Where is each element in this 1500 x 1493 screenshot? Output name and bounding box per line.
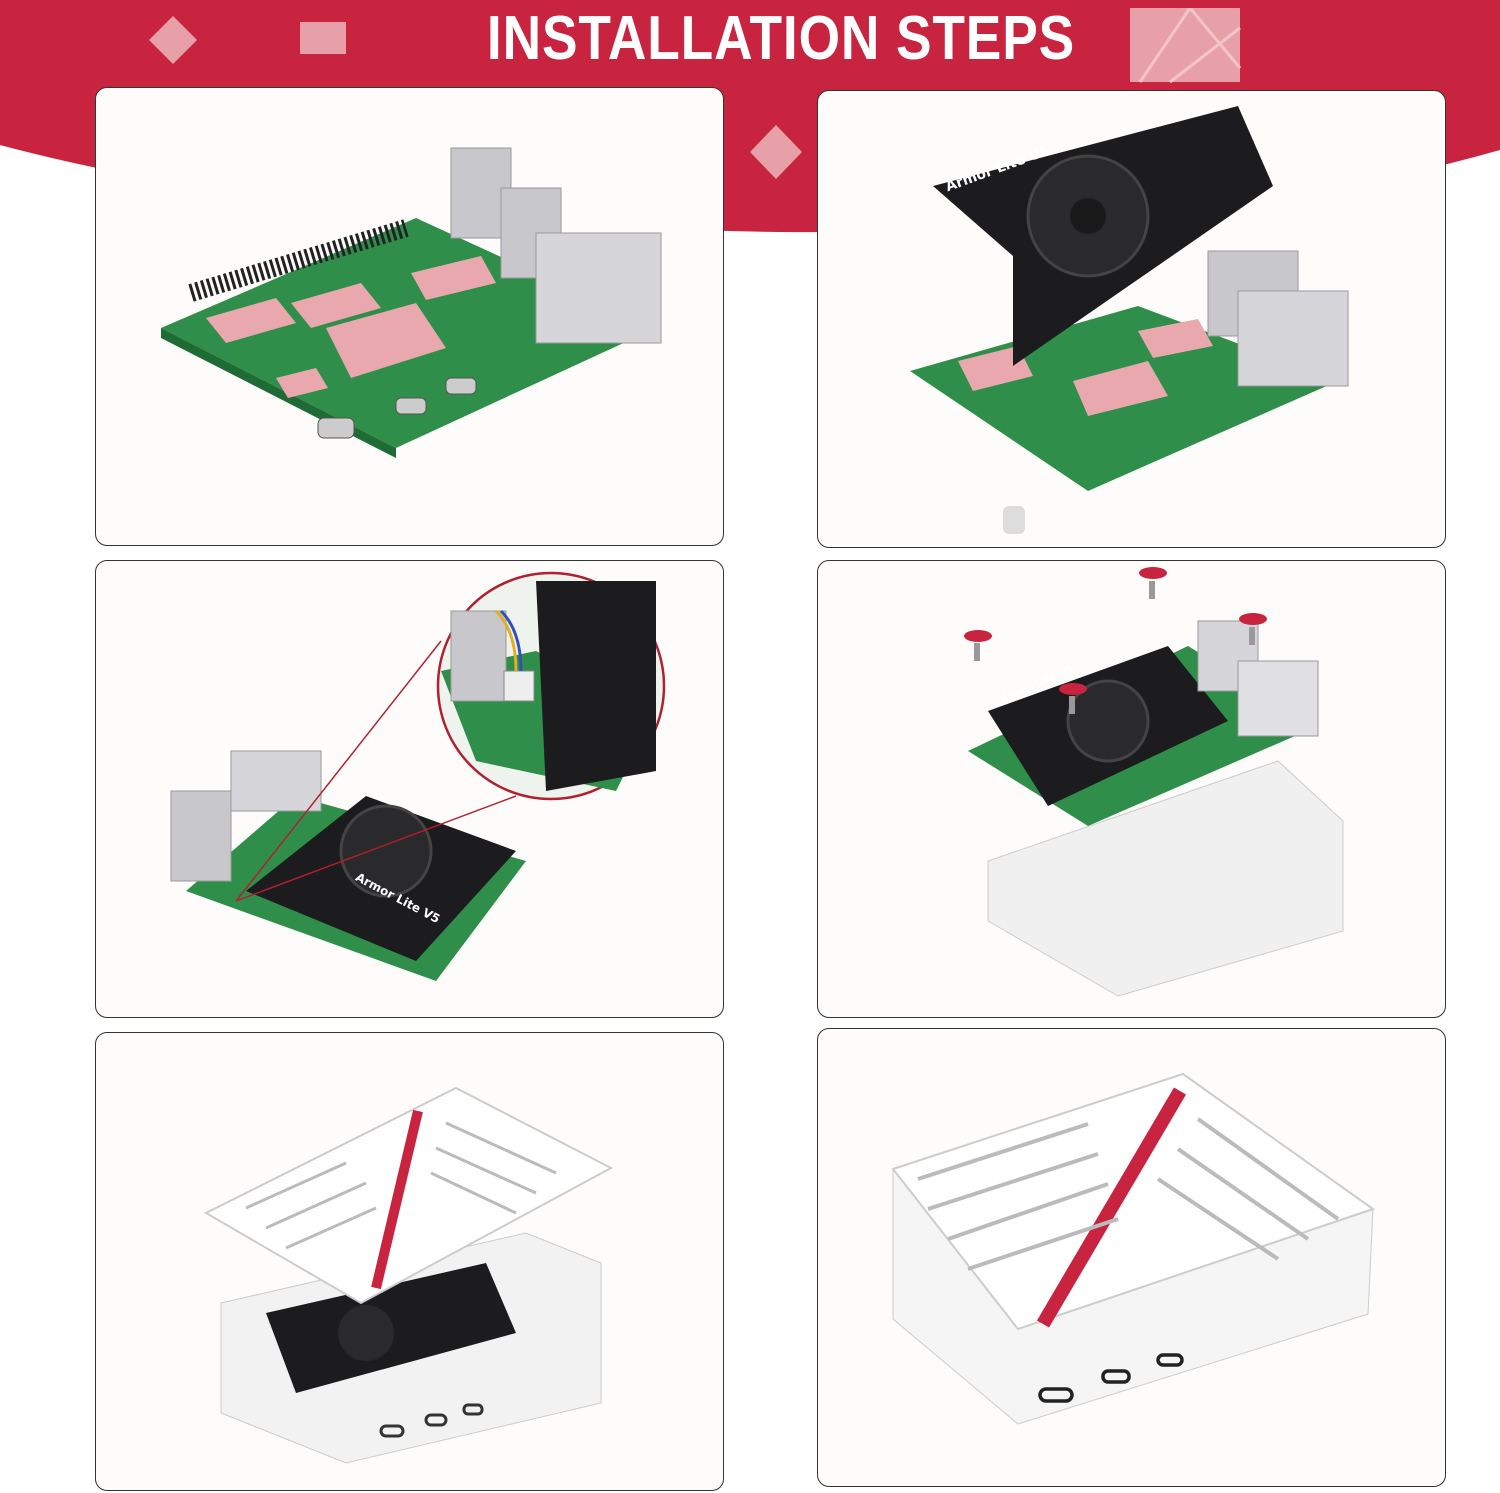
square-decoration-large [1130, 8, 1242, 84]
step-6-panel [817, 1028, 1446, 1487]
diamond-decoration [149, 16, 197, 64]
step-1-panel [95, 87, 724, 546]
assembled-case-illustration [891, 1072, 1376, 1425]
fan-cable-connection-illustration [170, 571, 666, 981]
raspberry-pi-board-illustration [161, 147, 662, 458]
square-decoration [300, 22, 346, 54]
page-title: INSTALLATION STEPS [486, 4, 1076, 73]
step-4-panel: Armor Lite V5 [817, 560, 1446, 1018]
step-3-panel: Armor Lite V5 [95, 560, 724, 1018]
step-2-panel: Armor Lite V5 [817, 90, 1446, 548]
case-lid-placement-illustration [203, 1086, 614, 1464]
step-5-panel [95, 1032, 724, 1491]
board-into-case-illustration [964, 567, 1344, 997]
diamond-decoration-mid [750, 125, 802, 179]
board-with-heatsink-illustration [910, 106, 1349, 534]
